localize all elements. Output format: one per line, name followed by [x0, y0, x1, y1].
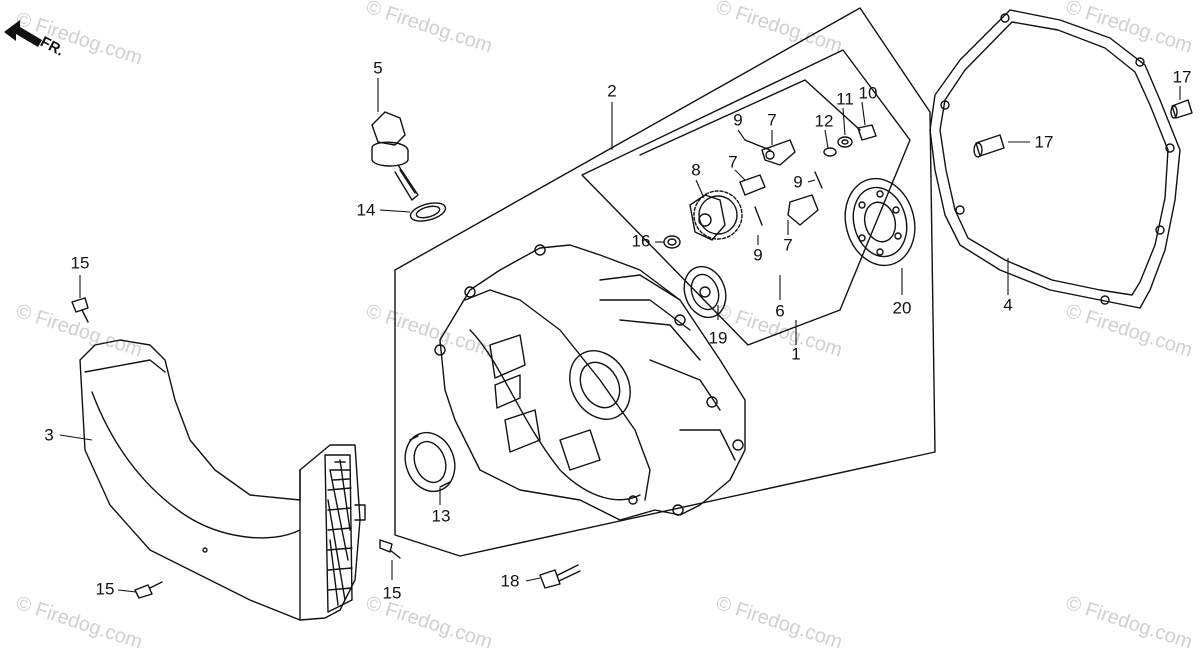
- callout-12: 12: [814, 111, 834, 131]
- callout-4: 4: [1003, 295, 1013, 315]
- ball-bearing-small: [683, 265, 727, 319]
- assembly-outline: [394, 7, 936, 557]
- pin-washers: [823, 124, 877, 157]
- callout-8: 8: [691, 160, 701, 180]
- washer: [663, 235, 681, 249]
- callout-19: 19: [708, 328, 728, 348]
- callout-7: 7: [767, 110, 777, 130]
- oil-seal: [404, 431, 456, 493]
- callout-15: 15: [382, 583, 402, 603]
- callout-13: 13: [431, 506, 451, 526]
- gasket: [929, 9, 1181, 309]
- governor-gear: [689, 190, 743, 241]
- callout-17: 17: [1034, 132, 1054, 152]
- ball-bearing-large: [844, 177, 916, 267]
- callout-3: 3: [44, 425, 54, 445]
- callout-15: 15: [95, 579, 115, 599]
- callout-9: 9: [793, 172, 803, 192]
- callout-11: 11: [836, 89, 854, 109]
- parts-diagram: © Firedog.com © Firedog.com © Firedog.co…: [4, 0, 1195, 654]
- callout-7: 7: [728, 152, 738, 172]
- callout-20: 20: [892, 298, 912, 318]
- callout-14: 14: [356, 200, 376, 220]
- callout-1: 1: [791, 344, 801, 364]
- governor-parts: [739, 139, 823, 226]
- line-drawing: [59, 7, 1193, 621]
- oil-filler-cap: [371, 111, 419, 201]
- callout-10: 10: [858, 83, 878, 103]
- screws: [71, 297, 401, 599]
- callout-7: 7: [783, 235, 793, 255]
- callout-2: 2: [607, 81, 617, 101]
- callout-9: 9: [733, 110, 743, 130]
- direction-arrow-icon: [4, 20, 42, 47]
- crankcase-cover: [434, 244, 746, 521]
- callout-6: 6: [775, 301, 785, 321]
- callout-9: 9: [753, 245, 763, 265]
- dowel-pins: [973, 99, 1193, 158]
- callout-16: 16: [631, 231, 651, 251]
- subassembly-outline: [581, 49, 911, 346]
- o-ring: [409, 202, 447, 222]
- callout-5: 5: [373, 58, 383, 78]
- air-guide-shroud: [79, 339, 366, 621]
- callout-15: 15: [70, 253, 90, 273]
- callout-18: 18: [500, 571, 520, 591]
- callout-17: 17: [1172, 67, 1192, 87]
- flange-bolt: [539, 564, 581, 589]
